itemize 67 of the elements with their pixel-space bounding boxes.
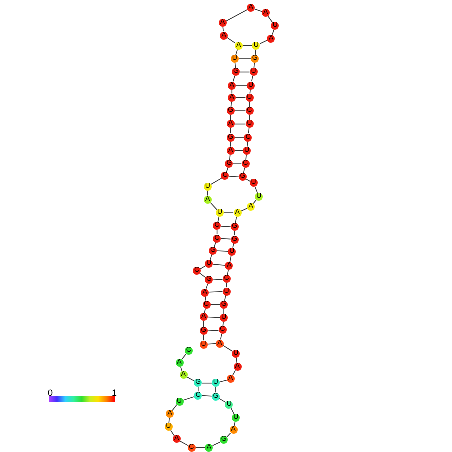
base-pair-line [220,238,232,240]
backbone-line [207,190,208,196]
base-pair-line [216,250,229,252]
base-pair-line [220,226,232,228]
base-pair-line [202,382,212,384]
backbone-line [234,230,236,236]
base-pair-line [234,124,246,125]
backbone-line [210,178,222,185]
base-pair-line [234,137,245,138]
backbone-line [170,430,175,437]
backbone-line [230,101,232,108]
backbone-line [180,441,189,446]
base-pair-line [240,72,250,73]
scale-label: 0 [48,388,54,398]
backbone-line [254,62,256,69]
backbone-line [255,49,256,56]
base-pair-line [212,264,226,266]
backbone-line [219,380,228,383]
backbone-line [229,154,231,160]
backbone-line [232,76,236,82]
backbone-line [222,345,234,352]
backbone-line [168,418,170,424]
backbone-line [234,422,236,427]
backbone-line [246,154,247,160]
backbone-line [247,141,248,148]
base-pair-line [207,343,216,345]
backbone-line [226,10,248,22]
backbone-line [251,76,254,82]
base-pair-line [212,279,224,280]
backbone-line [246,178,251,182]
base-pair-line [238,58,252,60]
backbone-line [248,128,250,134]
base-pair-line [208,291,224,293]
backbone-line [204,308,206,314]
backbone-line [234,62,236,69]
backbone-line [272,30,274,36]
backbone-line [226,282,228,288]
backbone-line [198,386,199,392]
base-pair-line [224,212,234,214]
backbone-line [206,284,208,290]
backbone-line [232,243,234,248]
base-pair-line [236,97,246,98]
backbone-line [235,216,238,224]
backbone-line [222,322,224,327]
base-pair-line [242,45,253,46]
base-pair-line [228,176,240,178]
scale-label: 1 [112,388,118,398]
backbone-line [254,8,263,12]
backbone-line [236,357,238,364]
base-pair-line [202,395,212,397]
base-pair-line [236,85,248,86]
backbone-line [220,334,222,340]
backbone-line [268,16,274,24]
backbone-line [222,26,224,32]
backbone-line [203,334,204,341]
backbone-line [230,255,232,263]
base-pair-line [207,330,220,332]
backbone-line [254,186,258,194]
backbone-line [212,442,221,446]
backbone-line [200,266,206,270]
base-pair-line [234,110,246,112]
backbone-line [182,396,195,401]
base-pair-line [207,316,220,318]
backbone-line [226,37,236,44]
backbone-line [210,202,218,210]
base-pair-line [210,304,220,306]
backbone-line [195,447,206,448]
